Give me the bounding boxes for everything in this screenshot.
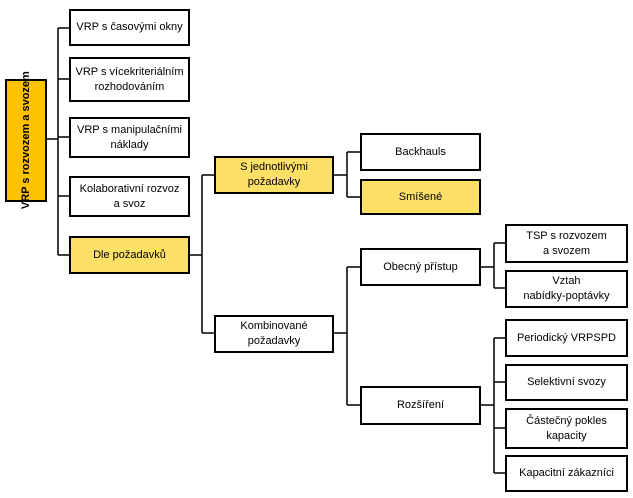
node-label: Kombinované požadavky	[240, 320, 308, 347]
node-periodicky-vrpspd: Periodický VRPSPD	[505, 319, 628, 357]
node-label: Selektivní svozy	[527, 376, 606, 389]
node-kolaborativni-rozvoz: Kolaborativní rozvoz a svoz	[69, 176, 190, 217]
node-vrp-manipulacni-naklady: VRP s manipulačními náklady	[69, 117, 190, 158]
node-castecny-pokles-kapacity: Částečný pokles kapacity	[505, 408, 628, 449]
node-label: Dle požadavků	[93, 248, 166, 261]
node-vrp-vicekriterialni: VRP s vícekriteriálním rozhodováním	[69, 57, 190, 102]
node-label: Smíšené	[398, 190, 443, 203]
node-obecny-pristup: Obecný přístup	[360, 248, 481, 286]
node-s-jednotlivymi-pozadavky: S jednotlivými požadavky	[214, 156, 334, 194]
node-label: Rozšíření	[396, 399, 445, 412]
node-backhauls: Backhauls	[360, 133, 481, 171]
node-kapacitni-zakaznici: Kapacitní zákazníci	[505, 455, 628, 492]
node-selektivni-svozy: Selektivní svozy	[505, 364, 628, 401]
node-label: VRP s časovými okny	[76, 21, 183, 34]
node-label: Částečný pokles kapacity	[526, 414, 607, 442]
node-label: Kolaborativní rozvoz a svoz	[79, 182, 180, 210]
root-node: VRP s rozvozem a svozem	[5, 72, 47, 209]
root-label: VRP s rozvozem a svozem	[19, 71, 32, 210]
node-label: VRP s manipulačními náklady	[77, 123, 182, 151]
node-vztah-nabidky-poptavky: Vztah nabídky-poptávky	[505, 270, 628, 308]
node-label: Backhauls	[395, 145, 446, 158]
node-label: TSP s rozvozem a svozem	[526, 229, 607, 257]
node-dle-pozadavku: Dle požadavků	[69, 236, 190, 274]
node-tsp-rozvoz-svoz: TSP s rozvozem a svozem	[505, 224, 628, 263]
node-rozsireni: Rozšíření	[360, 386, 481, 425]
node-kombinovane-pozadavky: Kombinované požadavky	[214, 315, 334, 353]
node-vrp-casova-okna: VRP s časovými okny	[69, 9, 190, 46]
node-smisene: Smíšené	[360, 179, 481, 215]
node-label: Periodický VRPSPD	[516, 331, 617, 344]
node-label: S jednotlivými požadavky	[240, 161, 308, 188]
node-label: VRP s vícekriteriálním rozhodováním	[75, 65, 184, 93]
node-label: Obecný přístup	[383, 260, 458, 273]
node-label: Vztah nabídky-poptávky	[523, 275, 610, 302]
node-label: Kapacitní zákazníci	[519, 467, 614, 480]
